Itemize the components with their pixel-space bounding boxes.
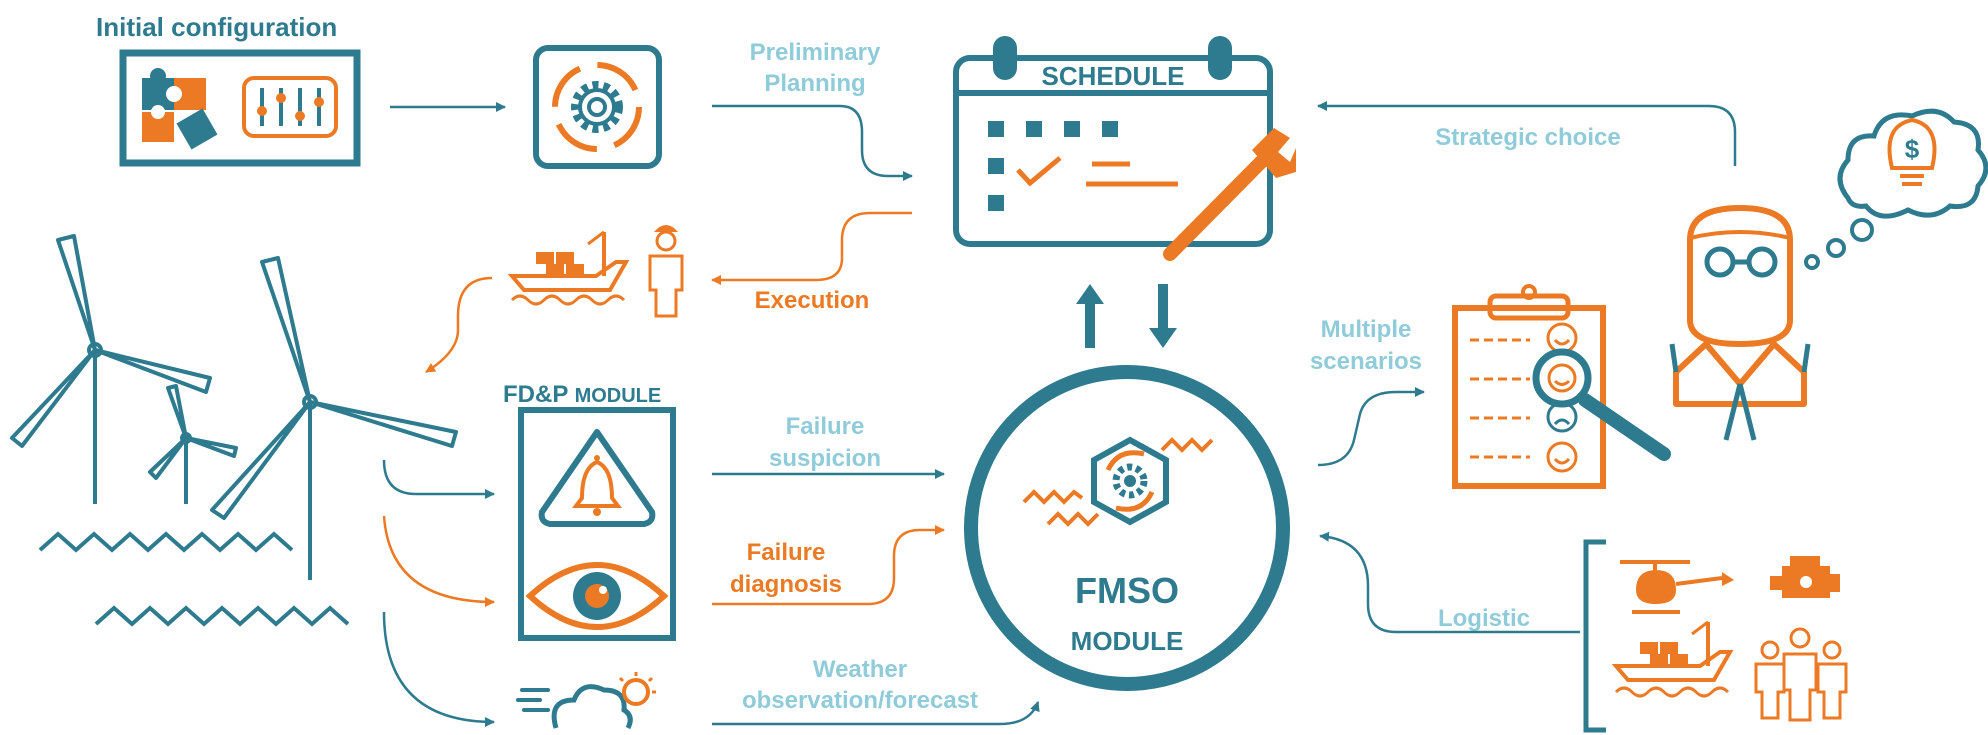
fdp-module-box [518, 407, 676, 641]
waves-icon [38, 531, 350, 627]
failure-diagnosis-label-1: Failure [747, 539, 826, 566]
logistic-label: Logistic [1438, 605, 1530, 632]
weather-label-1: Weather [813, 656, 907, 683]
wrench-icon [1163, 128, 1296, 261]
helicopter-icon [1620, 560, 1734, 614]
logistic-bracket [1583, 539, 1606, 733]
bell-icon [538, 429, 656, 527]
gear-icon [552, 62, 642, 152]
clipboard-icon [1452, 284, 1606, 489]
svg-text:$: $ [1905, 134, 1920, 164]
wind-turbine-icon [10, 234, 458, 580]
worker-icon [648, 225, 684, 318]
fdp-label-prefix: FD&P [503, 381, 568, 408]
multiple-scenarios-label-2: scenarios [1310, 348, 1422, 375]
arrow-planning-to-schedule [712, 104, 913, 181]
weather-label-2: observation/forecast [742, 687, 978, 714]
fmso-module-label: MODULE [1071, 626, 1184, 656]
fdp-label-suffix: MODULE [575, 385, 662, 407]
fmso-label: FMSO [1075, 570, 1179, 611]
strategic-choice-label: Strategic choice [1435, 124, 1620, 151]
calendar-icon [953, 36, 1273, 247]
supply-ship-icon [1611, 620, 1734, 698]
failure-suspicion-label-1: Failure [786, 413, 865, 440]
arrow-logistic-to-fmso [1319, 531, 1580, 634]
arrow-weather-to-fmso [712, 701, 1040, 726]
crew-icon [1754, 627, 1848, 722]
lightbulb-dollar-icon: $ [1887, 117, 1937, 186]
arrow-fmso-to-scenarios [1317, 387, 1425, 467]
initial-configuration-label: Initial configuration [96, 12, 337, 42]
configuration-box [533, 45, 662, 169]
fdp-label: FD&P MODULE [503, 381, 661, 408]
multiple-scenarios-label-1: Multiple [1321, 316, 1412, 343]
weather-icon [516, 672, 656, 730]
preliminary-planning-label-2: Planning [764, 70, 865, 97]
manager-icon [1669, 205, 1811, 441]
engine-icon [1770, 556, 1840, 598]
puzzle-icon [142, 68, 218, 150]
failure-diagnosis-label-2: diagnosis [730, 571, 842, 598]
fmso-module-circle [964, 365, 1290, 691]
fmso-gear-icon [1022, 436, 1214, 527]
arrow-farm-to-weather [382, 611, 495, 727]
schedule-fmso-sync-arrows [1076, 284, 1177, 348]
arrow-diagnosis-to-fmso [712, 525, 945, 606]
schedule-label: SCHEDULE [1041, 61, 1184, 91]
execution-label: Execution [755, 287, 870, 314]
preliminary-planning-label-1: Preliminary [750, 39, 881, 66]
eye-icon [525, 562, 669, 630]
thought-bubble [1804, 108, 1988, 270]
arrow-execution-to-farm [425, 276, 493, 374]
arrow-farm-to-eye [382, 515, 495, 607]
magnifier-icon [1532, 348, 1671, 461]
cargo-ship-icon [507, 230, 630, 306]
initial-config-box [119, 49, 361, 167]
sliders-icon [242, 76, 338, 138]
arrow-strategy-to-schedule [1317, 101, 1737, 166]
arrow-schedule-to-execution [711, 211, 912, 285]
arrow-farm-to-bell [382, 459, 495, 499]
failure-suspicion-label-2: suspicion [769, 445, 881, 472]
